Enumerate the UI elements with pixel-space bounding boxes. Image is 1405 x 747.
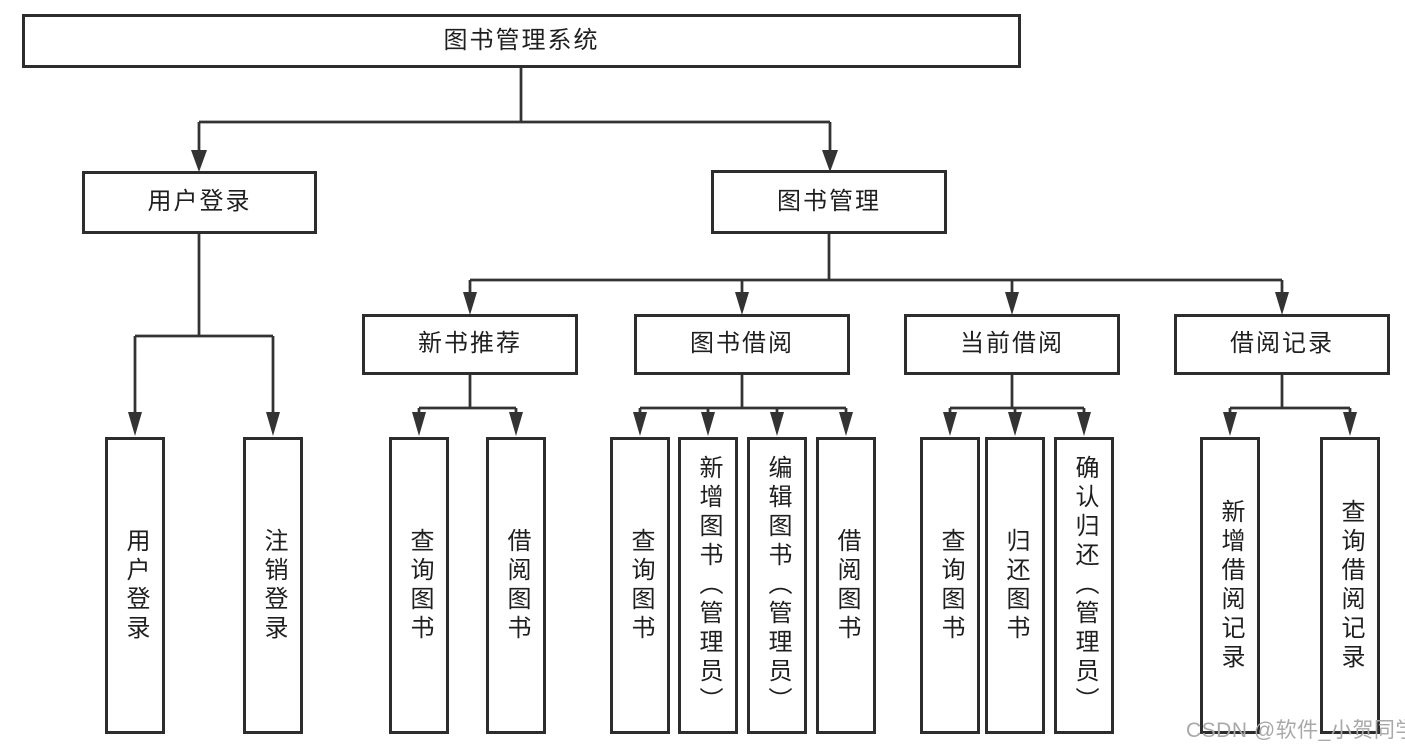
node-label: 图书借阅 — [690, 330, 794, 358]
node-label: 用户登录 — [147, 188, 252, 216]
node-label: 新书推荐 — [418, 330, 522, 358]
leaf-label: 查询图书 — [627, 527, 654, 644]
node-book-management: 图书管理 — [711, 170, 947, 234]
leaf-label: 归还图书 — [1002, 527, 1029, 644]
node-user-login: 用户登录 — [82, 171, 317, 234]
leaf-logout: 注销登录 — [243, 437, 303, 734]
leaf-label: 查询借阅记录 — [1337, 498, 1364, 673]
leaf-user-login: 用户登录 — [105, 437, 165, 734]
node-new-book-recommend: 新书推荐 — [362, 314, 578, 375]
leaf-label: 确认归还（管理员） — [1071, 455, 1098, 716]
leaf-label: 新增图书（管理员） — [695, 455, 722, 716]
node-label: 图书管理 — [777, 187, 881, 215]
node-book-borrowing: 图书借阅 — [634, 314, 850, 375]
leaf-label: 新增借阅记录 — [1217, 498, 1244, 673]
leaf-current-query-books: 查询图书 — [920, 437, 980, 734]
leaf-newbook-query-books: 查询图书 — [389, 437, 449, 734]
node-borrowing-records: 借阅记录 — [1174, 314, 1390, 375]
leaf-label: 注销登录 — [260, 527, 287, 644]
leaf-records-add-record: 新增借阅记录 — [1200, 437, 1260, 734]
leaf-label: 借阅图书 — [833, 527, 860, 644]
node-current-borrowing: 当前借阅 — [904, 314, 1120, 375]
leaf-label: 查询图书 — [406, 527, 433, 644]
node-label: 借阅记录 — [1230, 330, 1334, 358]
leaf-borrowing-query-books: 查询图书 — [610, 437, 670, 734]
leaf-label: 用户登录 — [122, 527, 149, 644]
node-label: 当前借阅 — [960, 330, 1064, 358]
leaf-label: 查询图书 — [937, 527, 964, 644]
node-label: 图书管理系统 — [443, 26, 600, 54]
leaf-borrowing-edit-books-admin: 编辑图书（管理员） — [747, 437, 807, 734]
node-root-library-system: 图书管理系统 — [22, 14, 1021, 68]
leaf-label: 借阅图书 — [503, 527, 530, 644]
leaf-label: 编辑图书（管理员） — [764, 455, 791, 716]
leaf-newbook-borrow-books: 借阅图书 — [486, 437, 546, 734]
leaf-current-return-books: 归还图书 — [985, 437, 1045, 734]
leaf-borrowing-borrow-books: 借阅图书 — [816, 437, 876, 734]
leaf-records-query-record: 查询借阅记录 — [1320, 437, 1380, 734]
leaf-borrowing-add-books-admin: 新增图书（管理员） — [678, 437, 738, 734]
leaf-current-confirm-return-admin: 确认归还（管理员） — [1054, 437, 1114, 734]
csdn-watermark: CSDN @软件_小贺同学 — [1186, 719, 1405, 742]
